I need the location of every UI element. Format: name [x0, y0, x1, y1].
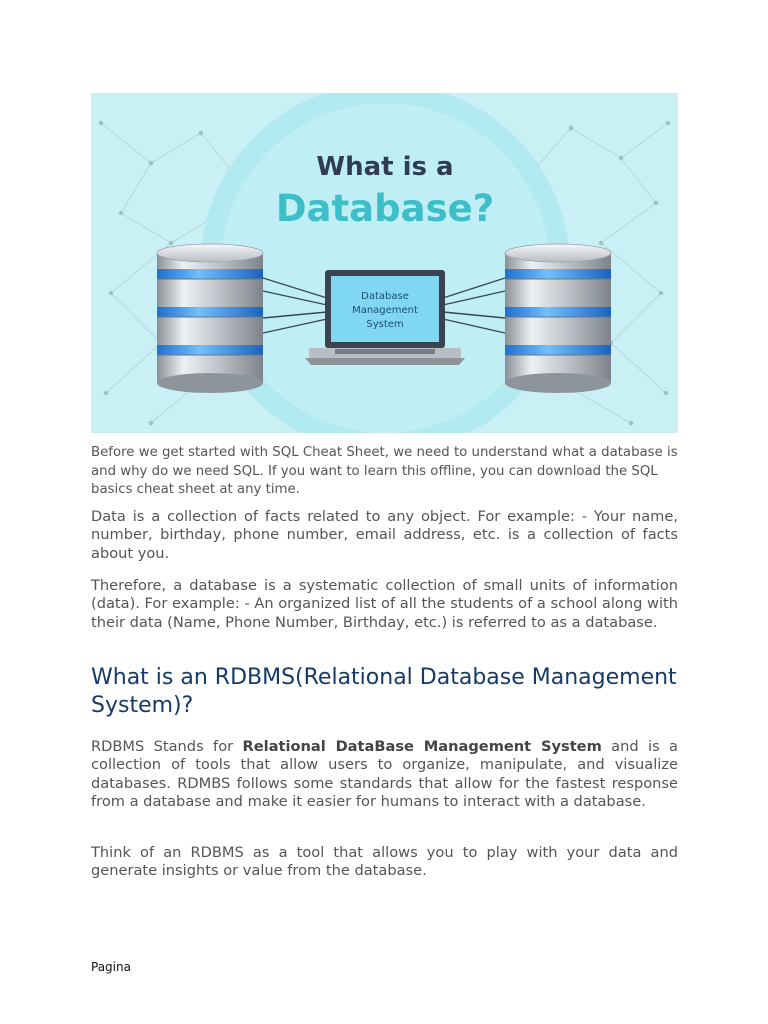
intro-paragraph: Before we get started with SQL Cheat She…: [91, 445, 678, 497]
hero-title-line1: What is a: [316, 152, 453, 182]
rdbms-paragraph-prefix: RDBMS Stands for: [91, 738, 234, 755]
screen-label-line1: Database: [361, 291, 409, 302]
screen-label-line3: System: [366, 319, 403, 330]
database-server-icon: [156, 243, 264, 393]
screen-label-line2: Management: [352, 305, 418, 316]
rdbms-paragraph: RDBMS Stands for Relational DataBase Man…: [91, 738, 678, 811]
rdbms-paragraph-suffix: and is a collection of tools that allow …: [91, 738, 678, 810]
hero-illustration: What is a Database?: [91, 93, 678, 433]
page-footer-label: Pagina: [91, 960, 131, 974]
cable-lines: [262, 277, 506, 334]
rdbms-full-name: Relational DataBase Management System: [242, 738, 602, 755]
laptop-icon: [305, 270, 465, 365]
rdbms-heading: What is an RDBMS(Relational Database Man…: [91, 665, 677, 718]
database-server-icon: [504, 243, 612, 393]
data-definition-paragraph: Data is a collection of facts related to…: [91, 508, 678, 562]
database-definition-paragraph: Therefore, a database is a systematic co…: [91, 577, 678, 631]
rdbms-tool-paragraph: Think of an RDBMS as a tool that allows …: [91, 844, 678, 880]
hero-title-line2: Database?: [276, 187, 494, 230]
